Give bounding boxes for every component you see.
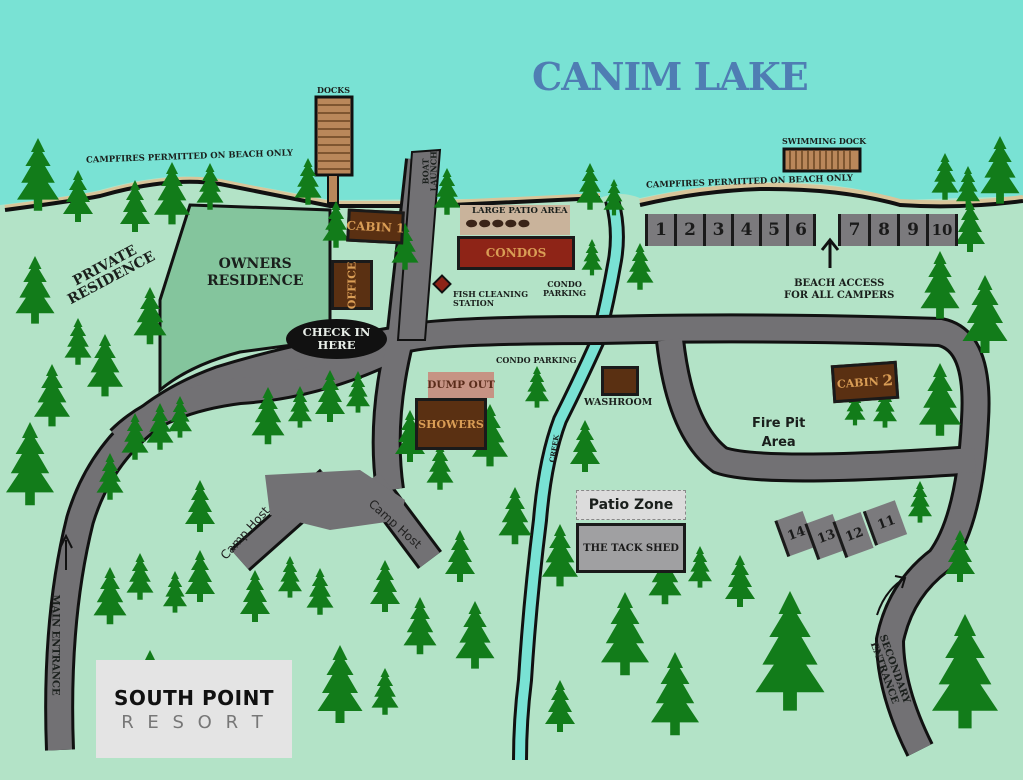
- washroom-label: WASHROOM: [584, 397, 653, 408]
- patio-tables-icon: ⬬⬬⬬⬬⬬: [466, 217, 532, 232]
- campsite-7[interactable]: 7: [838, 214, 868, 246]
- fish-cleaning-label: FISH CLEANING STATION: [453, 289, 529, 309]
- fire-pit-area-label: Fire Pit Area: [752, 416, 806, 450]
- campsite-3[interactable]: 3: [703, 214, 731, 246]
- docks: [314, 95, 354, 177]
- washroom-building[interactable]: [601, 366, 639, 396]
- check-in-here-marker[interactable]: CHECK IN HERE: [286, 319, 387, 359]
- creek: [515, 198, 622, 761]
- large-patio-area[interactable]: LARGE PATIO AREA ⬬⬬⬬⬬⬬: [460, 205, 570, 235]
- cabin-2[interactable]: CABIN 2: [830, 360, 900, 404]
- south-point-resort-logo: SOUTH POINT R E S O R T: [96, 660, 292, 758]
- campsite-5[interactable]: 5: [759, 214, 786, 246]
- beach-access-label: BEACH ACCESS FOR ALL CAMPERS: [784, 278, 895, 301]
- boat-launch: [396, 148, 442, 341]
- condos[interactable]: CONDOS: [457, 236, 575, 270]
- lake-title: CANIM LAKE: [532, 54, 809, 99]
- showers[interactable]: SHOWERS: [415, 398, 487, 450]
- owners-residence-label: OWNERS RESIDENCE: [207, 256, 304, 289]
- condo-parking-top-label: CONDO PARKING: [543, 279, 587, 299]
- campsite-10[interactable]: 10: [926, 214, 958, 246]
- campsite-8[interactable]: 8: [868, 214, 897, 246]
- campsite-1[interactable]: 1: [645, 214, 674, 246]
- main-entrance-arrow-icon: [59, 533, 73, 570]
- campsite-9[interactable]: 9: [897, 214, 926, 246]
- secondary-entrance-arrow-icon: [876, 575, 907, 616]
- boat-launch-label: BOAT LAUNCH: [420, 151, 440, 192]
- campsite-4[interactable]: 4: [731, 214, 759, 246]
- office[interactable]: OFFICE: [331, 260, 373, 310]
- dump-out[interactable]: DUMP OUT: [427, 372, 495, 398]
- beach-access-arrow-icon: [820, 237, 840, 268]
- camp-host-pad: [265, 470, 405, 530]
- campsite-6[interactable]: 6: [786, 214, 816, 246]
- swimming-dock: [782, 147, 862, 173]
- main-entrance-label: MAIN ENTRANCE: [49, 594, 61, 696]
- swimming-dock-label: SWIMMING DOCK: [782, 136, 867, 146]
- docks-label: DOCKS: [317, 85, 351, 95]
- campsite-2[interactable]: 2: [674, 214, 703, 246]
- tack-shed[interactable]: THE TACK SHED: [576, 523, 686, 573]
- cabin-1[interactable]: CABIN 1: [346, 208, 405, 245]
- condo-parking-mid-label: CONDO PARKING: [496, 355, 577, 365]
- fish-cleaning-icon: [432, 274, 452, 294]
- patio-zone[interactable]: Patio Zone: [576, 490, 686, 520]
